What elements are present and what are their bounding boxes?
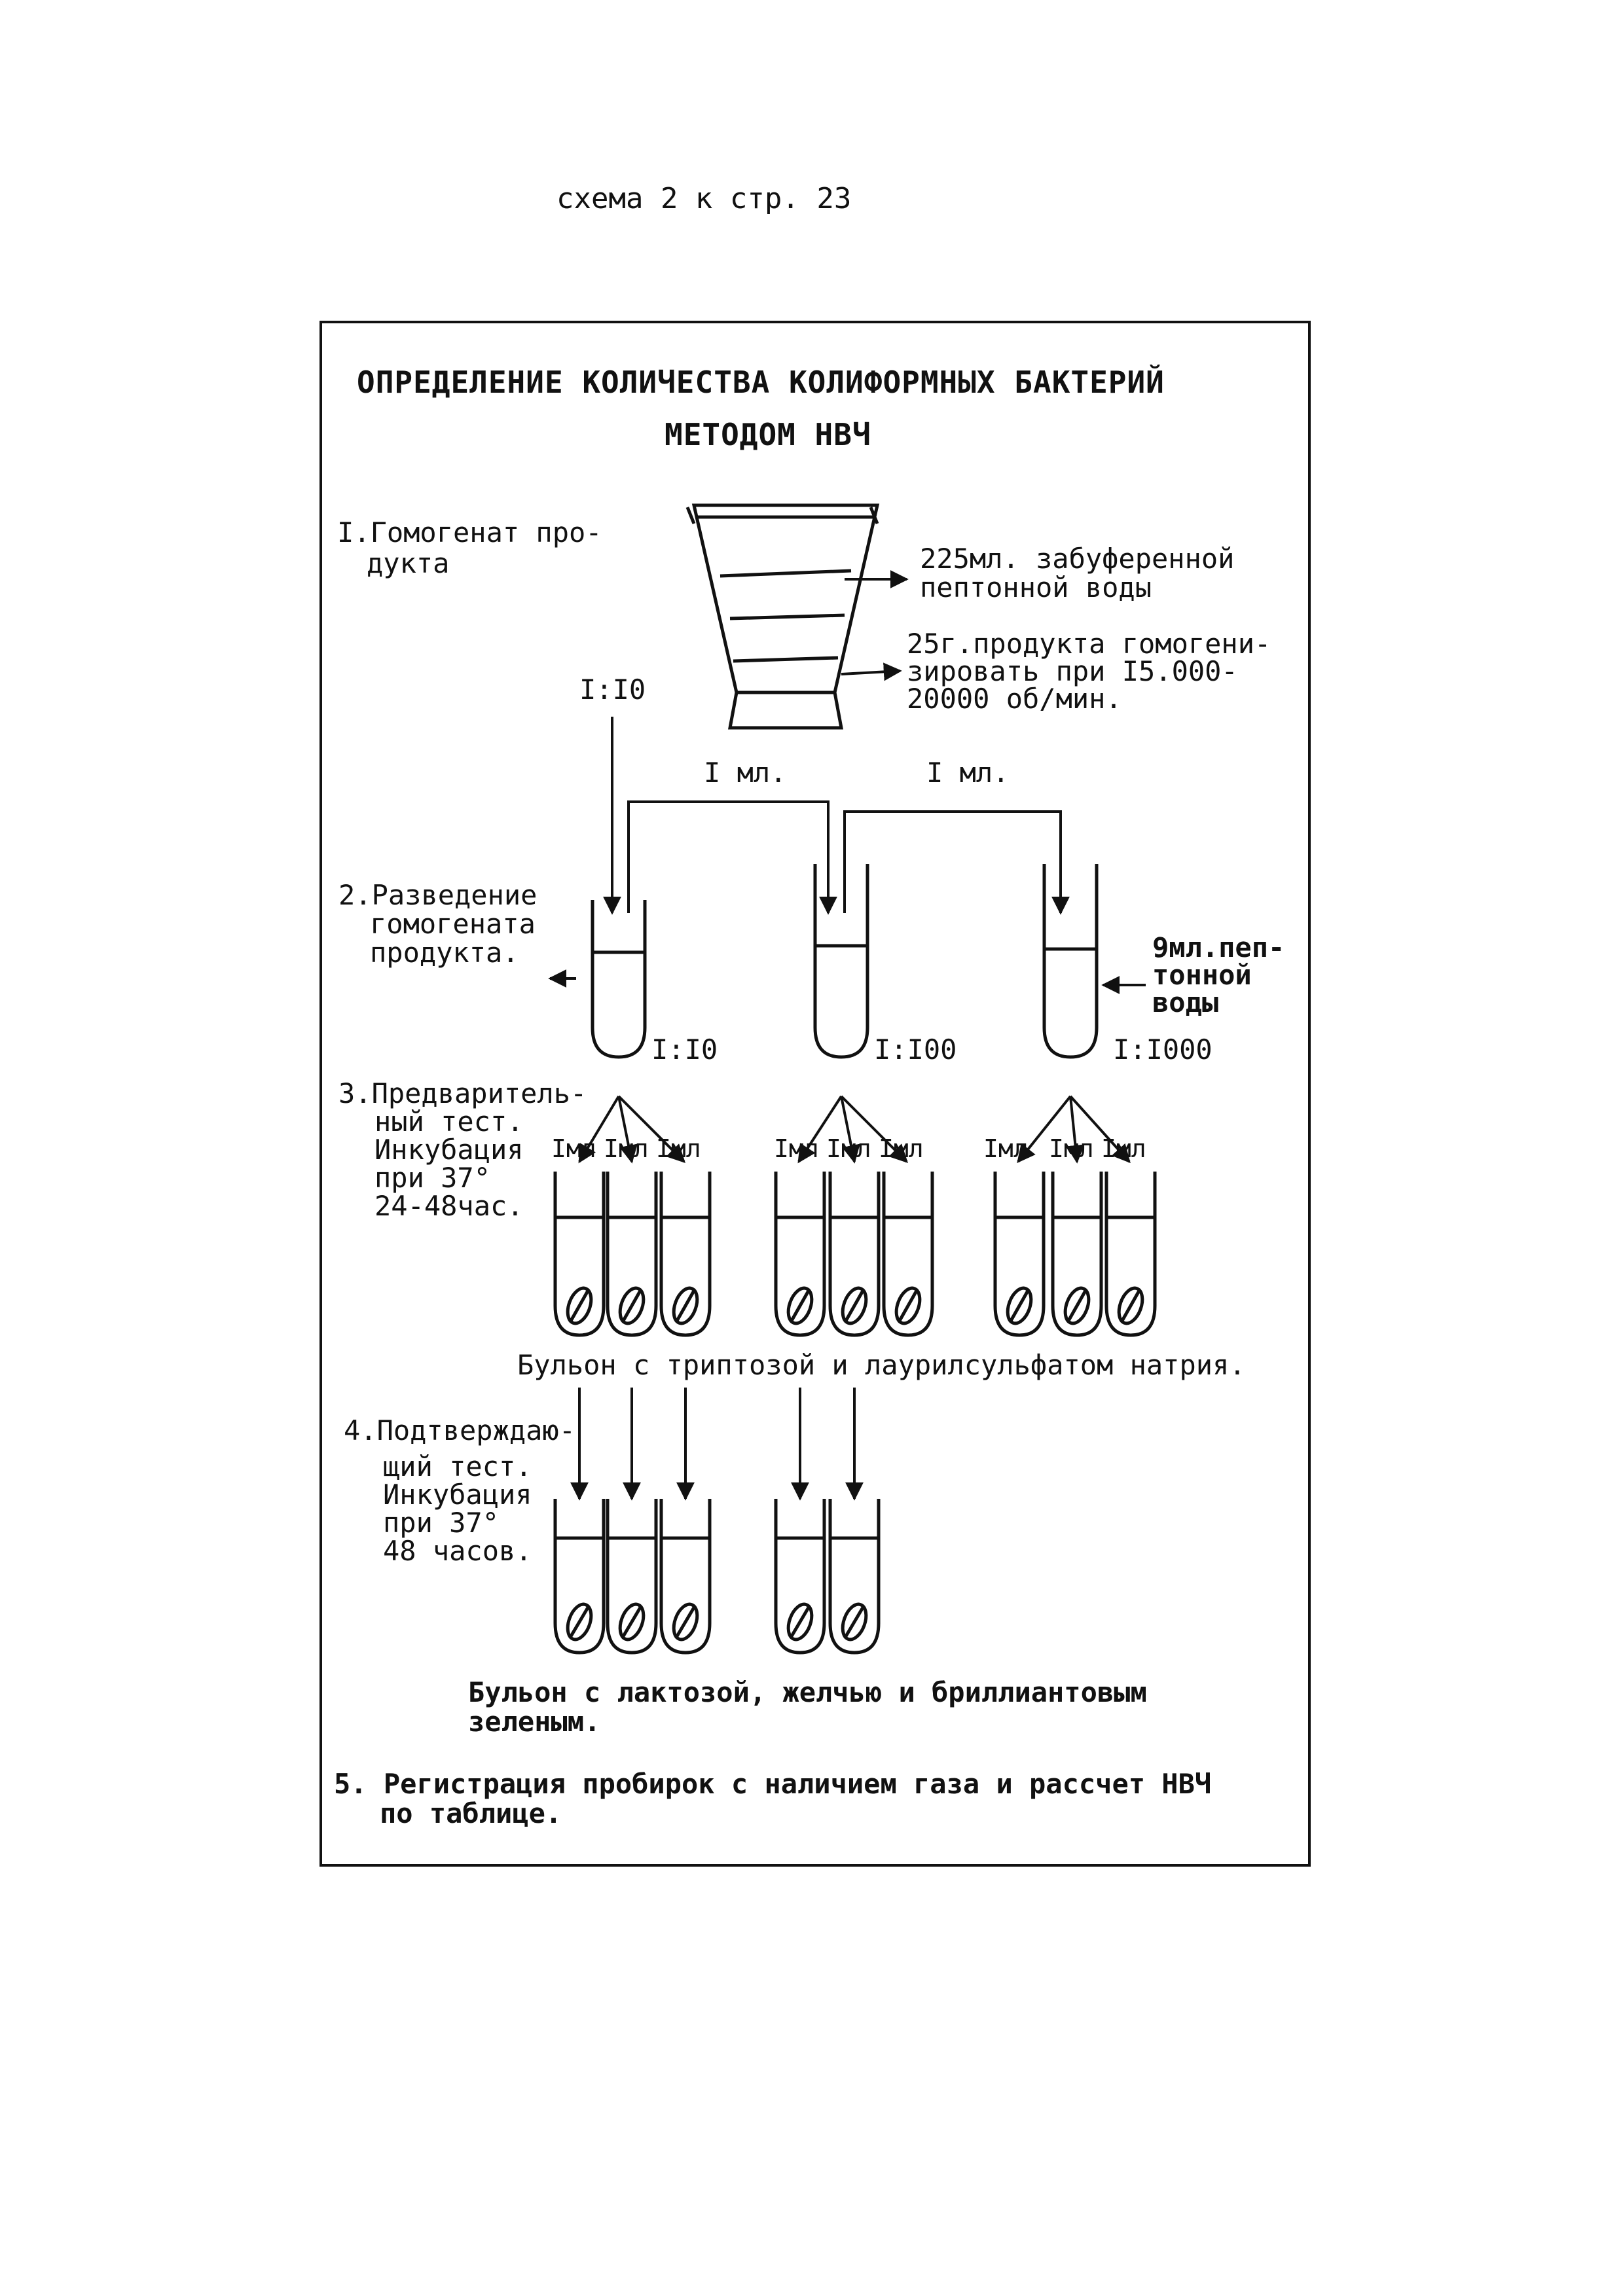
broth1-label: Бульон с триптозой и лаурилсульфатом нат… (517, 1349, 1246, 1381)
step4-label-line2: щий тест. (383, 1450, 532, 1482)
product-note-line1: 25г.продукта гомогени- (907, 628, 1271, 660)
transfer-arrows (603, 717, 1070, 915)
product-note-line3: 20000 об/мин. (907, 683, 1122, 715)
water-note-line2: пептонной воды (920, 571, 1152, 603)
transfer-1ml-label-1: I мл. (704, 757, 786, 789)
step4-label-line3: Инкубация (383, 1479, 532, 1511)
step1-label-line2: дукта (367, 547, 449, 579)
step3-label-line2: ный тест. (374, 1105, 524, 1138)
dilution-label-1: I:I0 (651, 1033, 718, 1066)
dilution-tubes (591, 864, 1099, 1059)
diluent-note-line1: 9мл.пеп- (1152, 931, 1285, 963)
diagram-title-line2: МЕТОДОМ НВЧ (665, 417, 871, 452)
dilution-label-2: I:I00 (874, 1033, 957, 1066)
step2-label-line1: 2.Разведение (338, 879, 537, 911)
diagram-title-line1: ОПРЕДЕЛЕНИЕ КОЛИЧЕСТВА КОЛИФОРМНЫХ БАКТЕ… (357, 365, 1165, 400)
broth2-label-line1: Бульон с лактозой, желчью и бриллиантовы… (468, 1676, 1147, 1708)
step2-label-line3: продукта. (370, 937, 519, 969)
step3-label-line5: 24-48час. (374, 1190, 524, 1222)
inoculum-label: Iмл (1049, 1134, 1094, 1163)
step3-label-line4: при 37° (374, 1162, 490, 1194)
diluent-note-line3: воды (1152, 986, 1218, 1018)
page-header: схема 2 к стр. 23 (556, 182, 851, 215)
broth2-label-line2: зеленым. (468, 1706, 600, 1738)
transfer-1ml-label-2: I мл. (926, 757, 1009, 789)
step4-label-line5: 48 часов. (383, 1535, 532, 1567)
step5-label-line1: 5. Регистрация пробирок с наличием газа … (334, 1768, 1211, 1800)
step5-label-line2: по таблице. (380, 1797, 562, 1829)
homogenizer-cup (685, 503, 880, 730)
step3-label-line3: Инкубация (374, 1134, 524, 1166)
step4-label-line1: 4.Подтверждаю- (344, 1414, 575, 1446)
ratio-top-label: I:I0 (579, 673, 646, 706)
product-pointer-arrow (841, 662, 902, 681)
diagram-frame (319, 321, 1311, 1867)
step2-label-line2: гомогената (370, 908, 536, 940)
inoculum-label: Iмл (551, 1134, 596, 1163)
diluent-note-line2: тонной (1152, 959, 1252, 991)
step4-label-line4: при 37° (383, 1507, 499, 1539)
product-note-line2: зировать при I5.000- (907, 655, 1238, 687)
confirmatory-tubes (553, 1499, 881, 1655)
inoculum-label: Iмл (774, 1134, 819, 1163)
confirmatory-arrows (570, 1388, 864, 1501)
presumptive-tubes (553, 1172, 1157, 1337)
step3-label-line1: 3.Предваритель- (338, 1077, 587, 1109)
step1-label-line1: I.Гомогенат про- (337, 516, 602, 548)
water-note-line1: 225мл. забуференной (920, 543, 1234, 575)
dilution-label-3: I:I000 (1113, 1033, 1213, 1066)
inoculum-arrows (578, 1095, 1131, 1164)
